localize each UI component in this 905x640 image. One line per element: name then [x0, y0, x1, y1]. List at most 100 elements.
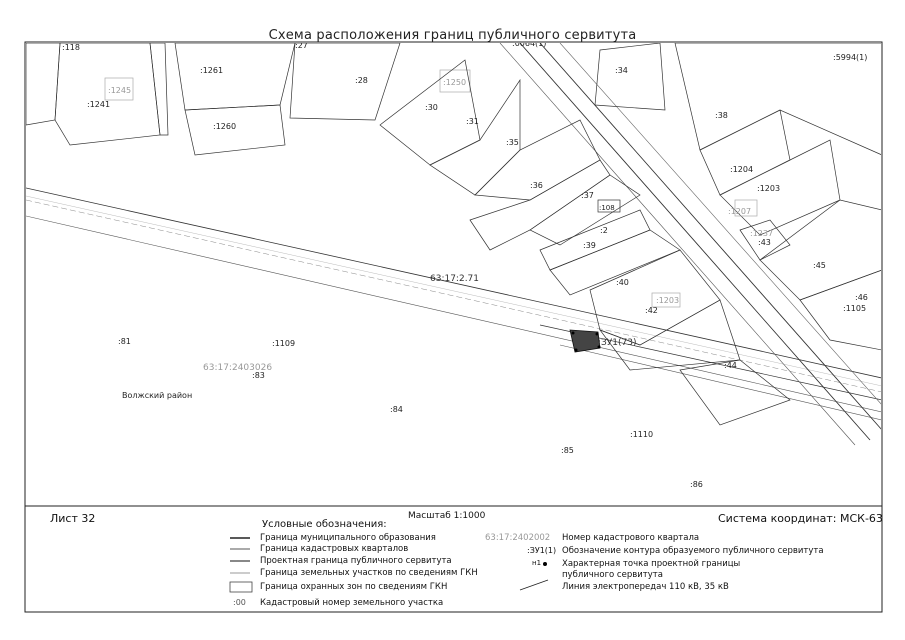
easement-contour — [569, 329, 601, 353]
parcel-1105 — [799, 269, 881, 351]
parcel-label: :81 — [118, 337, 131, 346]
road-edge-2 — [539, 43, 881, 430]
parcel-label: :5994(1) — [833, 53, 867, 62]
road-edge-3 — [499, 43, 856, 446]
parcel-label: :1261 — [200, 66, 223, 75]
parcel-37 — [529, 174, 641, 246]
parcel-1241 — [54, 43, 161, 146]
parcel-label: :0064(1) — [512, 39, 546, 48]
building-1250 — [439, 69, 471, 93]
parcel-label: :40 — [616, 278, 629, 287]
parcel-1203 — [719, 139, 841, 236]
parcel-label: :1109 — [272, 339, 295, 348]
parcel-label: :84 — [390, 405, 403, 414]
parcel-label: :1110 — [630, 430, 653, 439]
quarter-boundary-1 — [26, 187, 881, 379]
parcel-label: :35 — [506, 138, 519, 147]
map-content: :118 :27 :0064(1) :34 :5994(1) :1261 :28… — [26, 39, 881, 489]
legend-item: публичного сервитута — [562, 570, 663, 580]
parcel-label: :1250 — [443, 78, 466, 87]
parcel-label: :45 — [813, 261, 826, 270]
parcel-label: :83 — [252, 371, 265, 380]
legend-rect-zone — [229, 581, 253, 593]
legend-point — [543, 562, 547, 566]
legend-item: Граница муниципального образования — [260, 533, 436, 543]
parcel-1261 — [174, 43, 296, 111]
parcel-label: :1204 — [730, 165, 753, 174]
legend-item: Линия электропередач 110 кВ, 35 кВ — [562, 582, 729, 592]
parcel-label: :42 — [645, 306, 658, 315]
parcel-label: :118 — [62, 43, 80, 52]
parcel-28 — [289, 43, 401, 121]
legend-sample-point: н1 — [532, 559, 542, 567]
legend-sample-easement: :ЗУ1(1) — [527, 546, 557, 555]
building-108 — [597, 199, 621, 213]
parcel-label: :86 — [690, 480, 703, 489]
parcel-label: :43 — [758, 238, 771, 247]
legend-sample-quarter: 63:17:2402002 — [485, 533, 551, 543]
parcel-1260 — [184, 104, 286, 156]
easement-point — [574, 348, 578, 352]
parcel-label: :1245 — [108, 86, 131, 95]
legend-item: Обозначение контура образуемого публично… — [562, 546, 824, 556]
parcel-label: :46 — [855, 293, 868, 302]
easement-point — [597, 345, 601, 349]
parcel-label: :1237 — [750, 229, 773, 238]
quarter-label: 63:17:2.71 — [430, 274, 479, 284]
parcel-38 — [674, 43, 881, 155]
parcel-label: :39 — [583, 241, 596, 250]
parcel-label: :37 — [581, 191, 594, 200]
legend-item: Проектная граница публичного сервитута — [260, 556, 452, 566]
parcel-label: :36 — [530, 181, 543, 190]
legend-item: Граница охранных зон по сведениям ГКН — [260, 582, 448, 592]
coord-system: Система координат: МСК-63 — [718, 512, 883, 525]
parcel-strip — [149, 43, 169, 136]
quarter-boundary-4 — [559, 344, 881, 421]
parcel-label: :1203 — [757, 184, 780, 193]
parcel-label: :1241 — [87, 100, 110, 109]
parcel-label: :27 — [295, 41, 308, 50]
parcel-39 — [549, 229, 681, 296]
parcel-label: :38 — [715, 111, 728, 120]
parcel-35 — [474, 119, 601, 201]
road-edge-1 — [519, 43, 871, 441]
parcel-label: :44 — [724, 361, 737, 370]
district-label: Волжский район — [122, 391, 192, 400]
legend-item: Граница кадастровых кварталов — [260, 544, 409, 554]
parcel-label: :108 — [599, 204, 615, 212]
legend-item: Характерная точка проектной границы — [562, 559, 741, 569]
legend-title: Условные обозначения: — [262, 519, 387, 530]
parcel-31 — [429, 78, 521, 196]
parcel-label: :1260 — [213, 122, 236, 131]
parcel-36 — [469, 159, 611, 251]
parcel-label: :31 — [466, 117, 479, 126]
parcel-label: :2 — [600, 226, 608, 235]
legend-item: Граница земельных участков по сведениям … — [260, 568, 478, 578]
legend-item: Номер кадастрового квартала — [562, 533, 700, 543]
parcel-label: :30 — [425, 103, 438, 112]
easement-point — [571, 331, 575, 335]
parcel-44 — [679, 359, 791, 426]
parcel-30 — [379, 59, 481, 166]
building-1203b — [651, 292, 681, 308]
parcel-label: :34 — [615, 66, 628, 75]
easement-point — [595, 332, 599, 336]
parcel-label: :85 — [561, 446, 574, 455]
easement-label: :ЗУ1(73) — [598, 338, 637, 348]
road-edge-4 — [559, 43, 881, 405]
legend-item: Кадастровый номер земельного участка — [260, 598, 444, 608]
building-1245 — [104, 77, 134, 101]
parcel-label: :1203 — [656, 296, 679, 305]
parcel-42 — [599, 299, 741, 371]
parcel-34 — [594, 43, 666, 111]
parcel-45 — [759, 199, 881, 301]
parcel-118 — [26, 43, 61, 126]
sheet-number: Лист 32 — [50, 512, 96, 525]
parcel-label: :1105 — [843, 304, 866, 313]
quarter-boundary-2 — [26, 215, 881, 413]
sheet-frame — [24, 41, 883, 613]
parcel-label: :28 — [355, 76, 368, 85]
scale-label: Масштаб 1:1000 — [408, 511, 486, 521]
